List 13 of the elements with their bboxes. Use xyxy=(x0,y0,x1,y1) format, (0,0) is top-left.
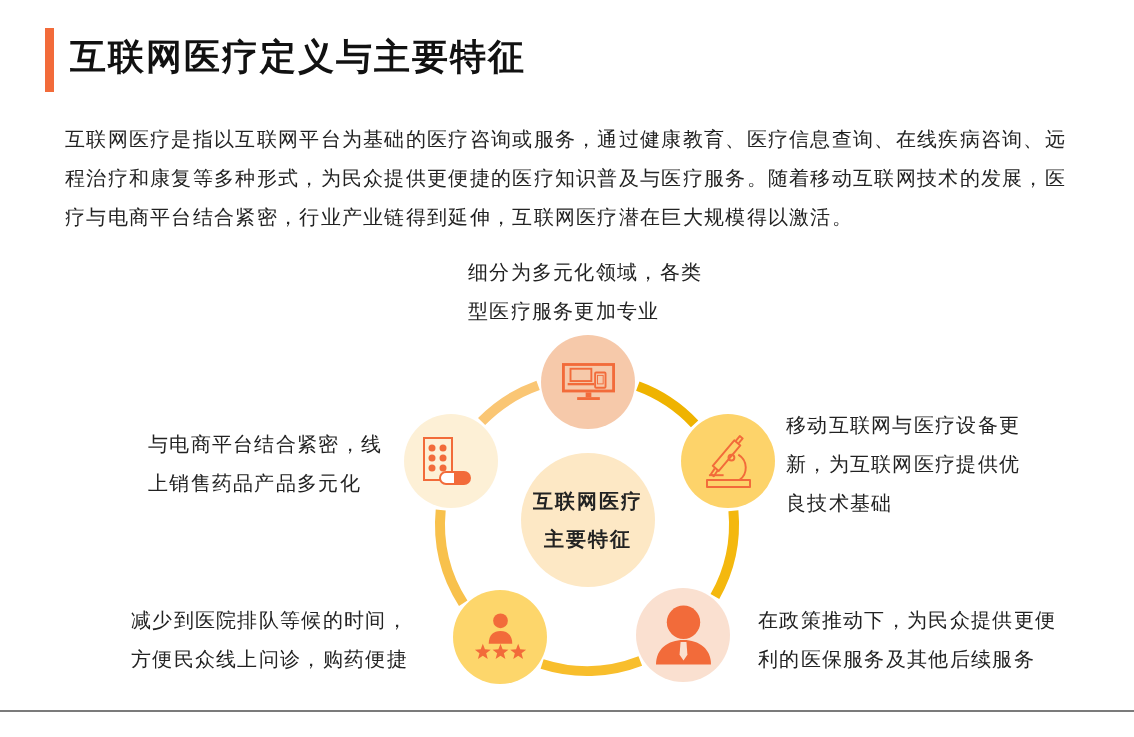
feature-text: 细分为多元化领域，各类型医疗服务更加专业 xyxy=(468,258,704,325)
feature-text: 移动互联网与医疗设备更新，为互联网医疗提供优良技术基础 xyxy=(786,411,1022,517)
ring-arc xyxy=(435,509,468,606)
ring-arc xyxy=(710,510,739,599)
feature-text: 与电商平台结合紧密，线上销售药品产品多元化 xyxy=(148,430,384,497)
feature-text: 在政策推动下，为民众提供更便利的医保服务及其他后续服务 xyxy=(758,606,1058,673)
intro-paragraph: 互联网医疗是指以互联网平台为基础的医疗咨询或服务，通过健康教育、医疗信息查询、在线疾病咨询、远程治疗和康复等多种形式，为民众提供更便捷的医疗知识普及与医疗服务。随着移动互联网技术的发展，医疗与电商平台结合紧密，行业产业链得到延伸，互联网医疗潜在巨大规模得以激活。 xyxy=(65,125,1068,231)
ring-arc xyxy=(540,656,642,676)
hub-circle: 互联网医疗主要特征 xyxy=(521,453,655,587)
feature-text: 减少到医院排队等候的时间，方便民众线上问诊，购药便捷 xyxy=(131,606,409,673)
ring-arc xyxy=(635,381,699,428)
page-title: 互联网医疗定义与主要特征 xyxy=(70,35,526,79)
ring-arc xyxy=(478,380,541,426)
